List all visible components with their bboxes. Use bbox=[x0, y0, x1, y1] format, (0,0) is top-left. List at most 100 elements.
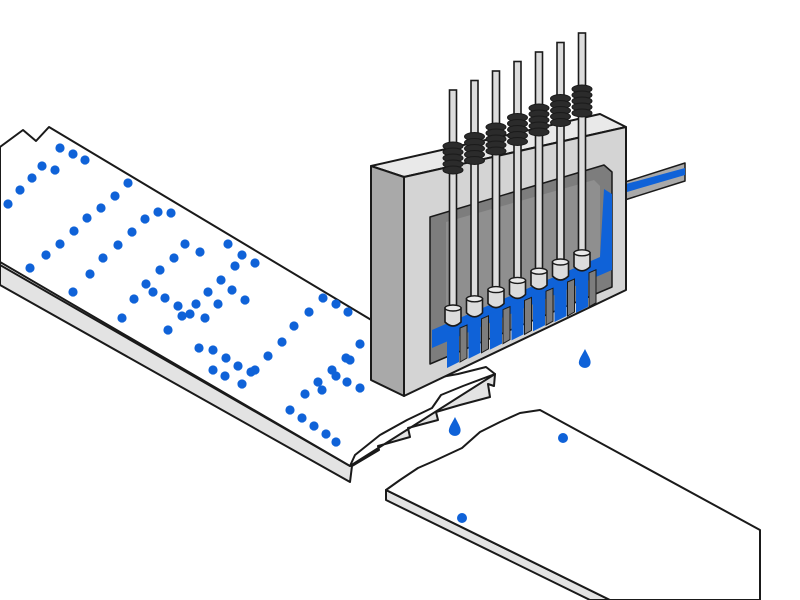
ink-dot bbox=[216, 275, 226, 285]
ink-dot bbox=[163, 325, 173, 335]
actuator-needle bbox=[470, 79, 479, 310]
nozzle-wall bbox=[588, 269, 597, 308]
ink-dot bbox=[345, 355, 355, 365]
ink-dot bbox=[85, 269, 95, 279]
ink-dot bbox=[15, 185, 25, 195]
actuator-coil bbox=[550, 118, 571, 127]
ink-dot bbox=[191, 299, 201, 309]
ink-dot bbox=[129, 294, 139, 304]
ink-dot bbox=[304, 307, 314, 317]
ink-dot bbox=[41, 250, 51, 260]
nozzle-wall bbox=[545, 287, 554, 327]
actuator-tip bbox=[573, 252, 591, 272]
printed-paper-edge bbox=[0, 261, 496, 483]
ink-dot bbox=[355, 339, 365, 349]
ink-dot bbox=[3, 199, 13, 209]
ink-dot bbox=[289, 321, 299, 331]
ink-dot bbox=[317, 385, 327, 395]
ink-dot bbox=[321, 429, 331, 439]
actuator-tip bbox=[444, 307, 462, 327]
ink-dot bbox=[127, 227, 137, 237]
nozzle-channel bbox=[576, 272, 588, 313]
actuator-tip bbox=[465, 298, 484, 318]
ink-dot bbox=[208, 345, 218, 355]
ink-dot bbox=[277, 337, 287, 347]
ink-dot bbox=[55, 239, 65, 249]
ink-dot bbox=[457, 513, 467, 523]
nozzle-wall bbox=[459, 324, 468, 363]
falling-droplets bbox=[448, 349, 591, 436]
actuator-tip-cap bbox=[487, 285, 505, 294]
actuator-tip-cap bbox=[530, 267, 548, 275]
ink-dot bbox=[185, 309, 195, 319]
actuator-tip-cap bbox=[508, 276, 527, 285]
ink-dot bbox=[180, 239, 190, 249]
ink-dot bbox=[237, 379, 247, 389]
ink-dot bbox=[177, 311, 187, 321]
ink-dot bbox=[194, 343, 204, 353]
actuator-coil bbox=[507, 137, 528, 146]
ink-dot bbox=[331, 299, 341, 309]
actuator-tip-cap bbox=[573, 249, 591, 257]
actuator-coil bbox=[485, 146, 507, 156]
nozzle-channel bbox=[511, 300, 524, 341]
ink-dot bbox=[300, 389, 310, 399]
ink-dot bbox=[169, 253, 179, 263]
ink-dot bbox=[200, 313, 210, 323]
ink-dot bbox=[148, 287, 158, 297]
printed-paper-strip bbox=[0, 126, 496, 483]
actuator-needle bbox=[577, 32, 587, 264]
actuator-needle bbox=[448, 89, 458, 319]
ink-dot bbox=[318, 293, 328, 303]
ink-dot bbox=[69, 226, 79, 236]
actuator-needle bbox=[491, 70, 501, 301]
actuator-needle bbox=[556, 41, 565, 273]
ink-dot bbox=[331, 437, 341, 447]
ink-dot bbox=[160, 293, 170, 303]
ink-dot bbox=[313, 377, 323, 387]
nozzle-wall bbox=[502, 305, 511, 345]
actuator-tip bbox=[487, 288, 505, 309]
ink-dot bbox=[203, 287, 213, 297]
ink-dot bbox=[117, 313, 127, 323]
ink-dot bbox=[213, 299, 223, 309]
nozzle-channel bbox=[490, 309, 502, 350]
ink-dot bbox=[208, 365, 218, 375]
actuator-coil bbox=[442, 165, 464, 175]
ink-dot bbox=[96, 203, 106, 213]
ink-dot bbox=[25, 263, 35, 273]
ink-dot bbox=[221, 353, 231, 363]
ink-dot bbox=[155, 265, 165, 275]
ink-dot bbox=[250, 258, 260, 268]
ink-dot bbox=[37, 161, 47, 171]
nozzle-wall bbox=[524, 296, 532, 336]
ink-dot bbox=[331, 371, 341, 381]
actuator-needle bbox=[513, 60, 522, 292]
ink-dot bbox=[80, 155, 90, 165]
ink-dot bbox=[227, 285, 237, 295]
ink-dot bbox=[195, 247, 205, 257]
ink-dot bbox=[240, 295, 250, 305]
blank-paper-strip bbox=[385, 409, 761, 600]
printhead-side-face bbox=[370, 165, 405, 397]
ink-dot bbox=[27, 173, 37, 183]
actuator-coil bbox=[464, 156, 485, 165]
nozzle-channel bbox=[554, 282, 567, 322]
ink-dot bbox=[82, 213, 92, 223]
ink-dot bbox=[558, 433, 568, 443]
ink-dot bbox=[309, 421, 319, 431]
ink-dot bbox=[173, 301, 183, 311]
ink-dot bbox=[233, 361, 243, 371]
ink-dot bbox=[110, 191, 120, 201]
ink-dot bbox=[355, 383, 365, 393]
actuator-tip-cap bbox=[444, 304, 462, 312]
ink-dot bbox=[285, 405, 295, 415]
actuator-needle bbox=[534, 51, 544, 282]
ink-dot bbox=[50, 165, 60, 175]
actuator-tip bbox=[530, 270, 548, 290]
ink-dot bbox=[220, 371, 230, 381]
actuator-tip-cap bbox=[551, 258, 570, 266]
ink-dot bbox=[123, 178, 133, 188]
nozzle-channel bbox=[468, 318, 481, 359]
